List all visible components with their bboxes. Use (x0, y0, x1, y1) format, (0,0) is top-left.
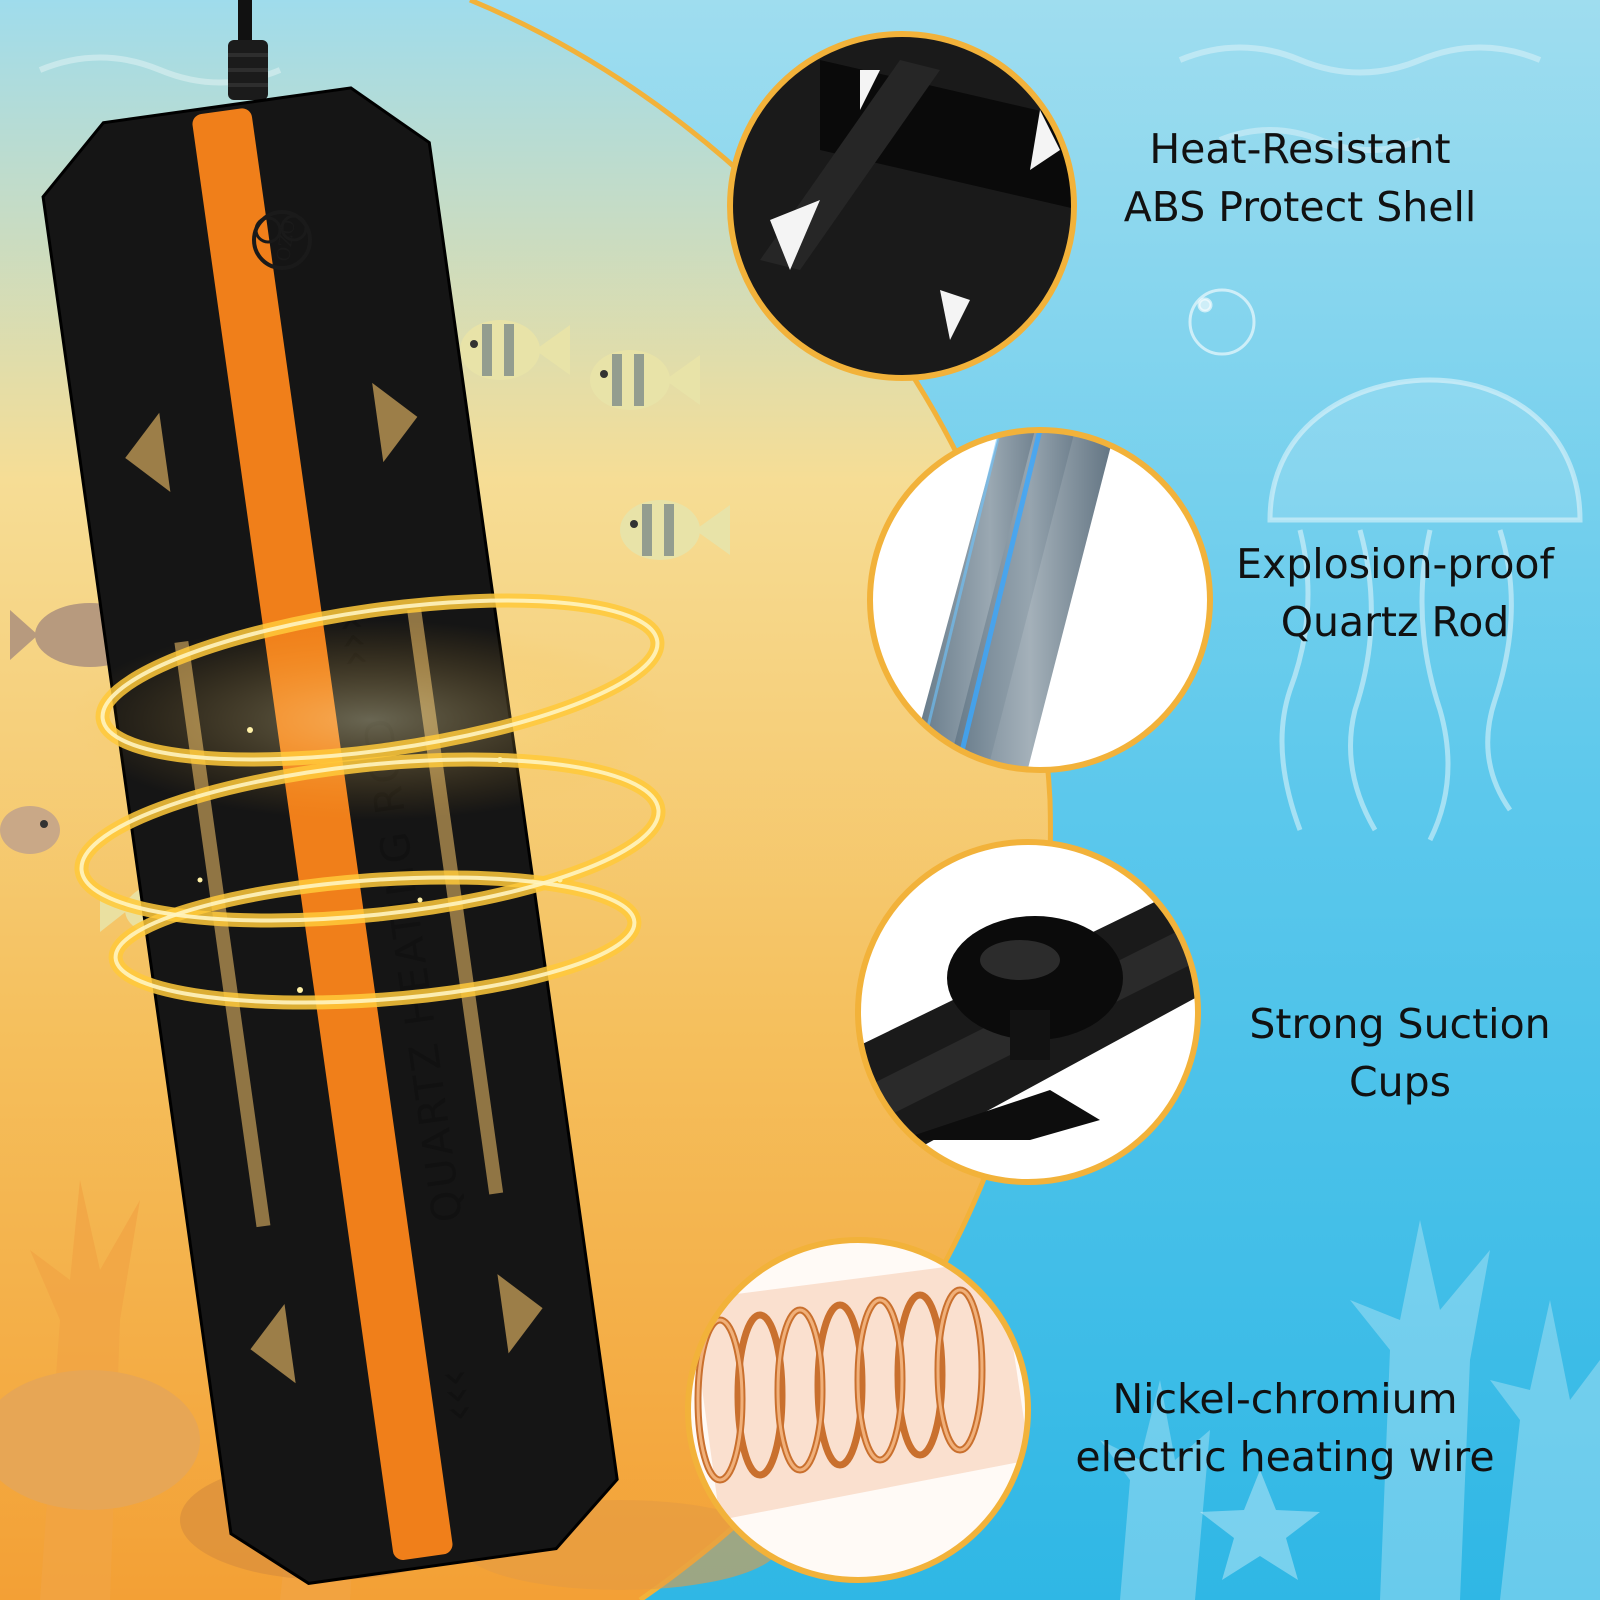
feature-circle-quartz-rod (867, 427, 1213, 773)
feature-circle-suction-cup (855, 839, 1201, 1185)
feature-label-line: ABS Protect Shell (1123, 183, 1477, 231)
feature-circle-abs-shell (727, 31, 1077, 381)
feature-label-abs-shell: Heat-Resistant ABS Protect Shell (1085, 120, 1515, 236)
aquarium-heater (41, 86, 619, 1585)
feature-label-line: Explosion-proof (1236, 540, 1554, 588)
feature-label-line: Quartz Rod (1280, 598, 1510, 646)
feature-label-line: Cups (1349, 1058, 1451, 1106)
coral-right (1100, 1220, 1600, 1600)
feature-label-line: Strong Suction (1249, 1000, 1551, 1048)
feature-label-quartz-rod: Explosion-proof Quartz Rod (1225, 535, 1565, 651)
starfish-icon (1200, 1470, 1320, 1580)
feature-label-line: Heat-Resistant (1149, 125, 1451, 173)
jellyfish-icon (1267, 377, 1583, 842)
feature-label-suction-cup: Strong Suction Cups (1230, 995, 1570, 1111)
chevrons-bottom: ‹‹‹ (427, 1366, 485, 1425)
feature-label-line: electric heating wire (1075, 1433, 1495, 1481)
feature-circle-heating-coil (685, 1237, 1031, 1583)
heat-rings (70, 593, 670, 1010)
orange-stripe (192, 108, 453, 1560)
power-cord (228, 0, 268, 100)
feature-label-line: Nickel-chromium (1112, 1375, 1458, 1423)
chevron-left-icon: ‹‹‹ (427, 1366, 485, 1425)
feature-label-heating-coil: Nickel-chromium electric heating wire (1040, 1370, 1530, 1486)
